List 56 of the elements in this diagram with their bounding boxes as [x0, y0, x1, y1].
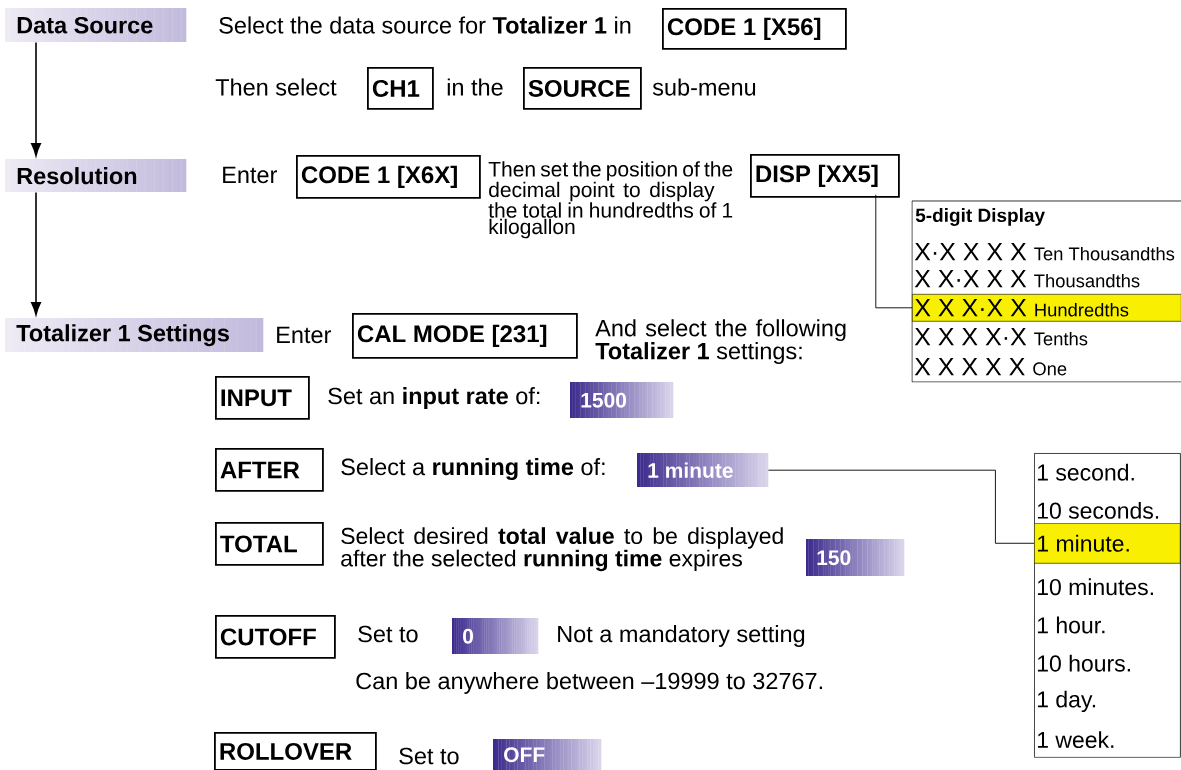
band-heading: Totalizer 1 Settings [5, 318, 264, 352]
key-box: SOURCE [523, 67, 642, 110]
instruction-text: And select the following Totalizer 1 settings: [595, 319, 846, 364]
node-label: 1 minute [648, 462, 733, 478]
instruction-text: Select desired total value to be displayed after the selected running time expires [341, 527, 783, 572]
table-row: X X·X X X Thousandths [914, 270, 1140, 288]
highlighted-row: 1 minute. [1034, 523, 1181, 564]
band-heading: Data Source [5, 8, 187, 42]
list-row: 1 week. [1037, 731, 1114, 749]
instruction-text: Set to [399, 747, 459, 765]
key-box: CAL MODE [231] [352, 313, 578, 359]
value-box: 150 [806, 539, 905, 576]
list-row: 10 minutes. [1037, 578, 1153, 596]
list-row: 1 day. [1037, 690, 1096, 713]
instruction-text: Enter [223, 166, 277, 184]
list-row: 1 second. [1037, 463, 1134, 481]
key-box: CUTOFF [215, 615, 336, 659]
instruction-text: Set an input rate of: [328, 387, 540, 409]
highlighted-row: X X X·X X Hundredths [912, 294, 1181, 322]
instruction-text: Then select [215, 78, 337, 96]
instruction-text: Select a running time of: [341, 458, 605, 480]
value-box: 0 [452, 618, 539, 654]
key-box: ROLLOVER [214, 732, 377, 770]
node-label: 0 [463, 628, 474, 644]
instruction-text: in the [447, 78, 503, 96]
arrow [31, 41, 41, 157]
table-row: X X X X·X Tenths [914, 328, 1088, 346]
value-box: OFF [493, 739, 602, 770]
node-label: 1500 [581, 392, 627, 408]
instruction-text: Not a mandatory setting [558, 625, 805, 647]
key-box: CODE 1 [X6X] [296, 155, 481, 199]
leader-line [875, 194, 913, 309]
band-heading: Resolution [5, 159, 187, 192]
instruction-text: Set to [358, 625, 418, 643]
key-box: CODE 1 [X56] [662, 8, 847, 50]
key-box: TOTAL [215, 522, 324, 566]
key-box: AFTER [215, 448, 324, 492]
node-label: 150 [817, 550, 851, 566]
arrow [31, 191, 41, 316]
leader-line [767, 469, 1035, 544]
instruction-text: sub-menu [652, 78, 756, 96]
list-row: 10 seconds. [1037, 501, 1159, 519]
key-box: INPUT [215, 376, 310, 420]
key-box: CH1 [367, 67, 434, 110]
instruction-text: Then set the position of the decimal point to display the total in hundredths of 1 kilogallon [488, 161, 733, 239]
node-label: OFF [504, 747, 545, 763]
instruction-text: Can be anywhere between –19999 to 32767. [356, 672, 822, 694]
instruction-text: Select the data source for Totalizer 1 in [219, 16, 631, 34]
instruction-text: Enter [277, 326, 331, 344]
key-box: DISP [XX5] [750, 154, 900, 198]
table-row: X X X X X One [914, 358, 1067, 376]
value-box: 1500 [570, 382, 674, 418]
value-box: 1 minute [637, 453, 769, 487]
list-row: 1 hour. [1037, 616, 1105, 634]
table-row: X·X X X X Ten Thousandths [914, 243, 1175, 261]
list-row: 10 hours. [1037, 654, 1130, 672]
